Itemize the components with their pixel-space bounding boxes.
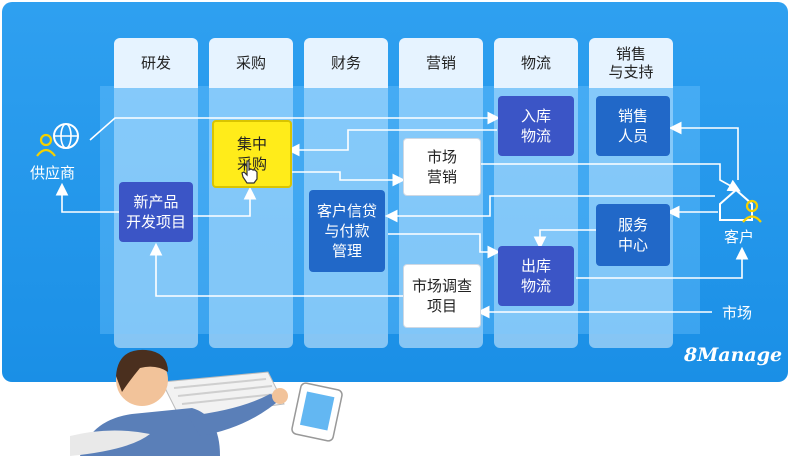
node-central-purchase[interactable]: 集中 采购: [212, 120, 292, 188]
node-outbound-logistics: 出库 物流: [498, 246, 574, 306]
arrow-marketing-customer: [480, 163, 741, 192]
column-header-marketing: 营销: [399, 38, 483, 88]
arrow-customer-credit: [384, 195, 715, 223]
arrow-research-newproduct: [149, 242, 404, 297]
hand-cursor-icon: [241, 160, 258, 184]
arrow-service-outbound: [533, 229, 597, 250]
column-header-purchase: 采购: [209, 38, 293, 88]
arrow-purchase-marketing: [290, 171, 406, 187]
market-label: 市场: [722, 304, 753, 322]
node-inbound-logistics: 入库 物流: [498, 96, 574, 156]
node-customer-credit: 客户信贷 与付款 管理: [309, 190, 385, 272]
tablet-icon: [291, 382, 343, 442]
arrow-newproduct-supplier: [55, 182, 120, 213]
person-at-desk-illustration: [70, 349, 360, 456]
customer-icon: [719, 188, 762, 223]
arrow-credit-outbound: [388, 233, 501, 259]
column-header-sales: 销售 与支持: [589, 38, 673, 88]
supplier-label: 供应商: [30, 164, 76, 182]
arrow-newproduct-purchase: [192, 186, 257, 217]
node-service-center: 服务 中心: [596, 204, 670, 266]
arrow-supplier-inbound: [89, 111, 501, 141]
arrow-outbound-customer: [576, 246, 749, 279]
customer-label: 客户: [724, 228, 755, 246]
column-header-finance: 财务: [304, 38, 388, 88]
node-sales-staff: 销售 人员: [596, 96, 670, 156]
brand-logo: 8Manage: [684, 344, 783, 366]
column-header-rd: 研发: [114, 38, 198, 88]
arrow-inbound-purchase: [286, 129, 497, 157]
node-market-research: 市场调查 项目: [403, 264, 481, 328]
supplier-icon: [36, 123, 79, 157]
column-bg-sales: [589, 40, 673, 348]
column-header-logistics: 物流: [494, 38, 578, 88]
node-new-product: 新产品 开发项目: [119, 182, 193, 242]
node-market-marketing: 市场 营销: [403, 138, 481, 196]
arrow-customer-sales: [668, 121, 739, 180]
